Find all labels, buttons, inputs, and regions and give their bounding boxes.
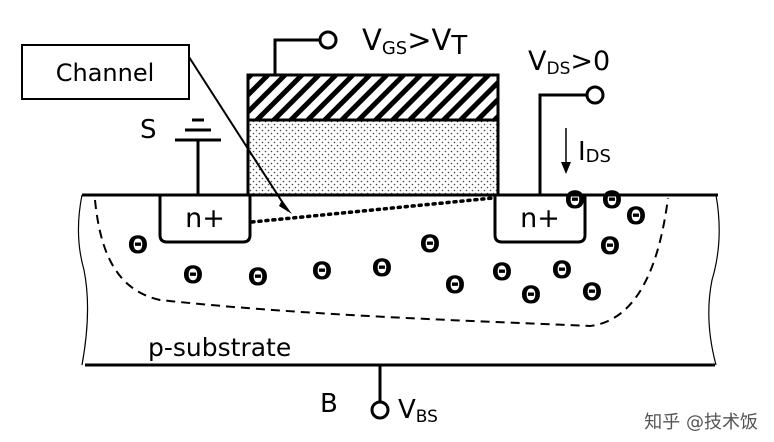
negative-charge: Θ	[600, 232, 620, 260]
negative-charge: Θ	[372, 254, 392, 282]
negative-charge: Θ	[128, 231, 148, 259]
negative-charge: Θ	[582, 278, 602, 306]
vbs-label: VBS	[398, 395, 438, 427]
negative-charge: Θ	[602, 186, 622, 214]
gate-terminal	[273, 30, 338, 75]
source-terminal	[175, 118, 221, 195]
negative-charge: Θ	[552, 256, 572, 284]
negative-charge: Θ	[565, 186, 585, 214]
channel-line	[250, 196, 495, 224]
substrate-label: p-substrate	[148, 333, 291, 362]
vgs-label: VGS>VT	[362, 23, 467, 61]
negative-charge: Θ	[521, 281, 541, 309]
gate-electrode	[246, 73, 500, 122]
callout-text: Channel	[56, 59, 155, 87]
channel-callout: Channel	[21, 44, 292, 214]
body-label: B	[320, 389, 338, 419]
ids-arrow	[561, 128, 571, 174]
callout-box	[21, 44, 190, 100]
drain-region	[493, 195, 587, 244]
depletion-boundary	[94, 197, 669, 328]
drain-terminal	[538, 85, 605, 195]
ids-label: IDS	[578, 137, 611, 167]
vds-label: VDS>0	[528, 46, 610, 79]
callout-leader	[188, 56, 289, 212]
watermark: 知乎 @技术饭	[644, 412, 758, 433]
gate-oxide	[246, 118, 500, 197]
negative-charge: Θ	[445, 271, 465, 299]
negative-charge: Θ	[312, 257, 332, 285]
negative-charge: Θ	[248, 263, 268, 291]
negative-charge: Θ	[420, 230, 440, 258]
negative-charge: Θ	[183, 261, 203, 289]
body-terminal	[370, 365, 390, 420]
drain-region-label: n+	[520, 203, 560, 234]
negative-charge: Θ	[626, 202, 646, 230]
negative-charge: Θ	[492, 258, 512, 286]
source-region-label: n+	[185, 203, 225, 234]
source-region	[158, 195, 252, 244]
gate-stack	[246, 73, 500, 197]
source-label: S	[140, 115, 157, 145]
